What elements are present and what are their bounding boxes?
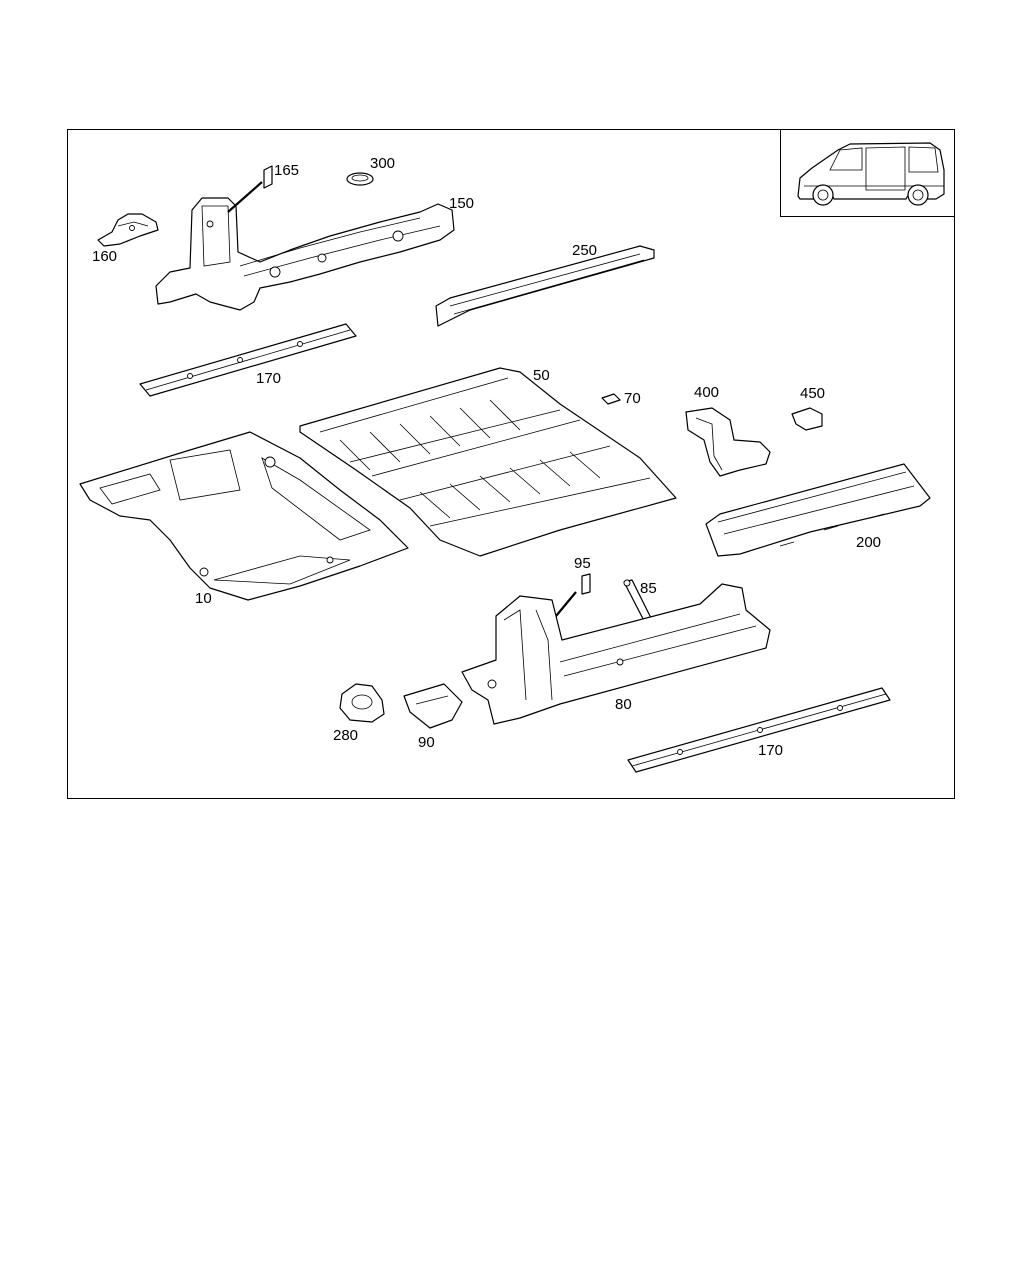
- part-165-clip: [227, 165, 273, 213]
- vehicle-thumbnail: [780, 129, 955, 217]
- label-170-upper: 170: [256, 370, 281, 387]
- label-160: 160: [92, 248, 117, 265]
- van-side-icon: [797, 142, 945, 206]
- part-280-housing: [339, 683, 385, 723]
- label-90: 90: [418, 734, 435, 751]
- label-400: 400: [694, 384, 719, 401]
- part-250-sill: [435, 245, 655, 327]
- part-50-floor-pan: [299, 367, 677, 557]
- label-50: 50: [533, 367, 550, 384]
- label-300: 300: [370, 155, 395, 172]
- part-400-support: [685, 407, 771, 477]
- part-80-rear-side-member: [461, 583, 771, 725]
- label-70: 70: [624, 390, 641, 407]
- part-200-cross-member: [705, 463, 931, 557]
- part-150-front-side-member: [155, 197, 455, 311]
- label-170-lower: 170: [758, 742, 783, 759]
- label-95: 95: [574, 555, 591, 572]
- label-450: 450: [800, 385, 825, 402]
- label-280: 280: [333, 727, 358, 744]
- label-80: 80: [615, 696, 632, 713]
- label-200: 200: [856, 534, 881, 551]
- diagram-frame: [67, 129, 955, 799]
- part-70-small-bracket: [601, 393, 621, 405]
- label-250: 250: [572, 242, 597, 259]
- label-150: 150: [449, 195, 474, 212]
- part-90-bracket: [403, 683, 463, 729]
- label-165: 165: [274, 162, 299, 179]
- part-170-cross-member-lower: [627, 687, 891, 773]
- part-160-bracket: [97, 213, 159, 247]
- part-450-bracket: [791, 407, 823, 431]
- part-10-front-floor: [79, 431, 409, 601]
- part-300-plug: [346, 172, 374, 186]
- part-170-cross-member-upper: [139, 323, 357, 397]
- label-85: 85: [640, 580, 657, 597]
- label-10: 10: [195, 590, 212, 607]
